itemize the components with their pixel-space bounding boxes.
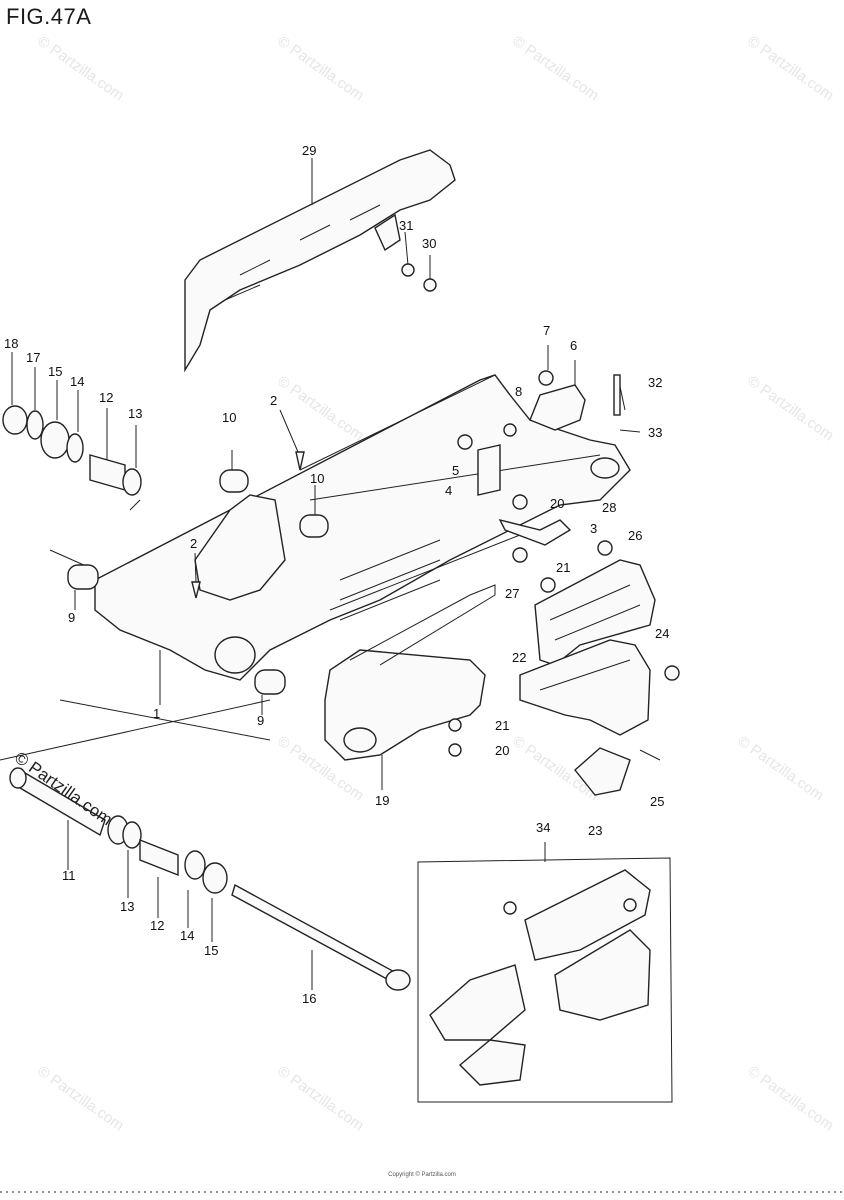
callout-label: 27 — [505, 586, 519, 601]
callout-label: 21 — [495, 718, 509, 733]
callout-label: 19 — [375, 793, 389, 808]
callout-label: 6 — [570, 338, 577, 353]
callout-label: 3 — [590, 521, 597, 536]
chain-adjuster-22 — [519, 639, 651, 736]
callout-label: 14 — [180, 928, 194, 943]
callout-label: 2 — [270, 393, 277, 408]
chain-guide-19 — [324, 584, 496, 761]
pivot-bolt-16 — [231, 883, 411, 991]
callout-label: 9 — [257, 713, 264, 728]
callout-label: 28 — [602, 500, 616, 515]
callout-label: 24 — [655, 626, 669, 641]
callout-label: 14 — [70, 374, 84, 389]
callout-label: 34 — [536, 820, 550, 835]
callout-label: 12 — [150, 918, 164, 933]
callout-label: 16 — [302, 991, 316, 1006]
callout-label: 1 — [153, 706, 160, 721]
callout-label: 11 — [62, 868, 76, 883]
callout-label: 32 — [648, 375, 662, 390]
bracket-4 — [477, 444, 501, 496]
callout-label: 22 — [512, 650, 526, 665]
figure-title: FIG.47A — [6, 4, 92, 29]
callout-label: 12 — [99, 390, 113, 405]
callout-label: 21 — [556, 560, 570, 575]
pivot-shaft-11 — [9, 767, 106, 837]
callout-label: 30 — [422, 236, 436, 251]
callout-label: 18 — [4, 336, 18, 351]
copyright-footer: Copyright © Partzilla.com — [388, 1172, 456, 1178]
bushing-10-left — [219, 469, 249, 493]
bushing-9-left — [67, 564, 99, 590]
kit-box-34 — [417, 842, 673, 1103]
callout-label: 33 — [648, 425, 662, 440]
chain-case-29 — [184, 149, 456, 373]
callout-label: 7 — [543, 323, 550, 338]
bushing-10-right — [299, 514, 329, 538]
chain-adjuster-26 — [534, 559, 656, 666]
callout-label: 29 — [302, 143, 316, 158]
callout-label: 13 — [120, 899, 134, 914]
callout-label: 10 — [222, 410, 236, 425]
callout-label: 20 — [550, 496, 564, 511]
callout-label: 20 — [495, 743, 509, 758]
bracket-6 — [529, 384, 586, 431]
callout-label: 10 — [310, 471, 324, 486]
callout-label: 31 — [399, 218, 413, 233]
bearing-stack-left — [2, 405, 142, 496]
callout-label: 17 — [26, 350, 40, 365]
callout-label: 26 — [628, 528, 642, 543]
callout-label: 13 — [128, 406, 142, 421]
callout-label: 5 — [452, 463, 459, 478]
callout-label: 15 — [48, 364, 62, 379]
callout-label: 9 — [68, 610, 75, 625]
bushing-9-right — [254, 669, 286, 695]
guard-23 — [574, 747, 631, 796]
callout-label: 2 — [190, 536, 197, 551]
callout-label: 4 — [445, 483, 452, 498]
callout-label: 23 — [588, 823, 602, 838]
callout-label: 8 — [515, 384, 522, 399]
callout-label: 15 — [204, 943, 218, 958]
callout-label: 25 — [650, 794, 664, 809]
